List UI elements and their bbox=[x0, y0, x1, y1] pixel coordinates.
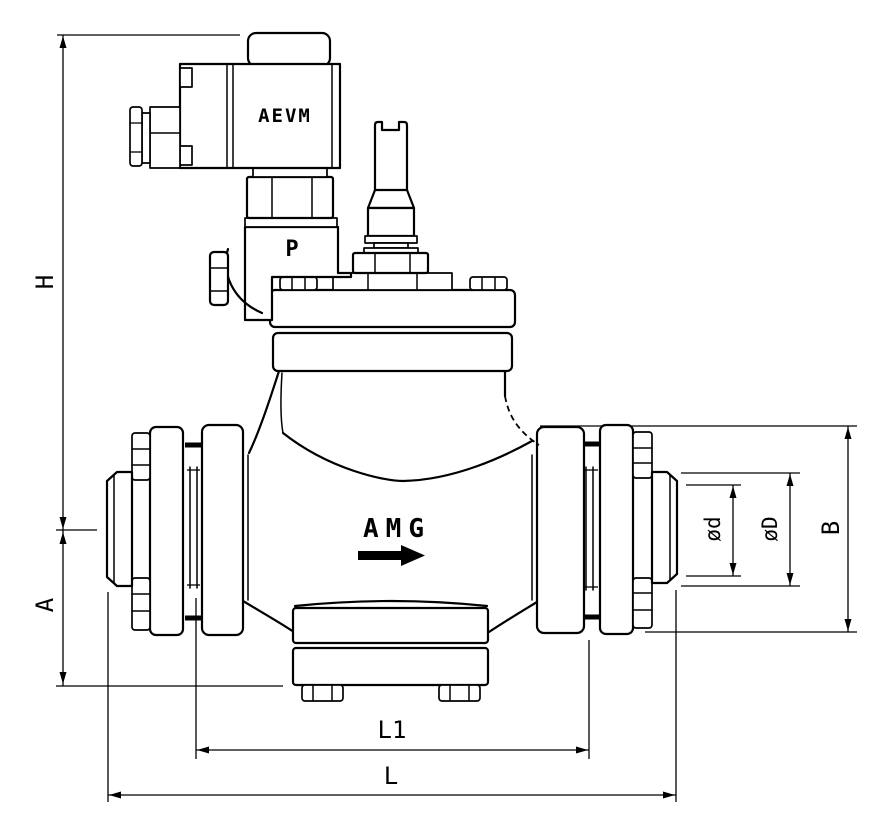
body-lower-curve-right bbox=[487, 600, 539, 634]
dimension-lines-left: H A bbox=[31, 34, 283, 687]
dim-label-l1: L1 bbox=[378, 716, 407, 744]
body-top-flange bbox=[271, 331, 514, 373]
dimension-lines-right: ød øD B bbox=[540, 425, 857, 633]
arrowhead bbox=[729, 486, 737, 498]
arrowhead bbox=[786, 474, 794, 486]
bottom-bolt bbox=[301, 684, 344, 702]
body-flange-right bbox=[535, 425, 586, 635]
bonnet-bolt bbox=[469, 276, 508, 291]
arrowhead bbox=[109, 791, 121, 799]
solenoid-label: AEVM bbox=[258, 105, 312, 127]
arrowhead bbox=[729, 563, 737, 575]
body-shoulder-right bbox=[504, 395, 540, 446]
bonnet-assembly bbox=[268, 272, 517, 373]
flange-nut bbox=[131, 432, 151, 481]
bottom-flange-upper bbox=[291, 606, 490, 645]
dim-label-b: B bbox=[817, 521, 845, 535]
stem-cylinder bbox=[366, 206, 416, 238]
body-dome-arc bbox=[281, 431, 534, 483]
body-underside-curve bbox=[293, 599, 489, 608]
arrowhead bbox=[663, 791, 675, 799]
dim-label-od-face: øD bbox=[758, 516, 782, 541]
solenoid-coil bbox=[178, 62, 342, 170]
valve-stem bbox=[351, 120, 430, 275]
flow-arrow-icon bbox=[358, 545, 425, 566]
arrowhead bbox=[576, 746, 588, 754]
cable-gland bbox=[129, 106, 143, 167]
bottom-bolt bbox=[438, 684, 481, 702]
solenoid-assembly: AEVM bbox=[129, 31, 342, 228]
bottom-flange-lower bbox=[291, 646, 490, 687]
arrowhead bbox=[786, 573, 794, 585]
bonnet-flange bbox=[268, 288, 517, 329]
arrowhead bbox=[197, 746, 209, 754]
union-collar-lower bbox=[244, 217, 338, 228]
bottom-flange bbox=[291, 606, 490, 702]
flange-nut bbox=[632, 431, 653, 479]
arrowhead bbox=[844, 619, 852, 631]
stem-packing-nut bbox=[351, 251, 430, 275]
bonnet-bolt bbox=[279, 276, 318, 291]
body-shoulder-left bbox=[247, 369, 281, 455]
valve-body: AMG bbox=[241, 369, 540, 634]
flange-nut bbox=[131, 577, 151, 631]
pilot-valve-body bbox=[243, 225, 353, 322]
body-flange-left bbox=[200, 423, 245, 637]
cable-connector bbox=[149, 106, 181, 169]
pipe-end-left bbox=[105, 470, 134, 588]
body-lower-curve-left bbox=[241, 599, 296, 634]
dim-label-l: L bbox=[384, 762, 398, 790]
pilot-block: P bbox=[208, 225, 353, 322]
body-marking-label: AMG bbox=[363, 514, 431, 544]
union-collar-upper bbox=[252, 167, 328, 178]
pipe-end-right bbox=[650, 470, 679, 585]
union-nut bbox=[245, 175, 335, 220]
flange-nut bbox=[632, 577, 653, 629]
arrowhead bbox=[59, 532, 67, 544]
stem-taper bbox=[366, 188, 416, 210]
stem-step bbox=[364, 235, 418, 244]
dim-label-h: H bbox=[31, 275, 59, 289]
left-flange-assembly bbox=[105, 423, 249, 637]
loose-flange-left bbox=[148, 425, 185, 637]
dim-label-a: A bbox=[31, 597, 59, 612]
side-plug bbox=[208, 250, 230, 307]
arrowhead bbox=[844, 427, 852, 439]
stem-shaft bbox=[373, 120, 409, 194]
arrowhead bbox=[59, 672, 67, 684]
coil-top-cap bbox=[246, 31, 332, 68]
dim-label-od-bore: ød bbox=[701, 516, 725, 541]
right-flange-assembly bbox=[531, 423, 679, 636]
pilot-port-label: P bbox=[285, 237, 298, 262]
arrowhead bbox=[59, 517, 67, 529]
loose-flange-right bbox=[598, 423, 635, 636]
arrowhead bbox=[59, 36, 67, 48]
dimension-lines-bottom: L1 L bbox=[107, 590, 677, 802]
